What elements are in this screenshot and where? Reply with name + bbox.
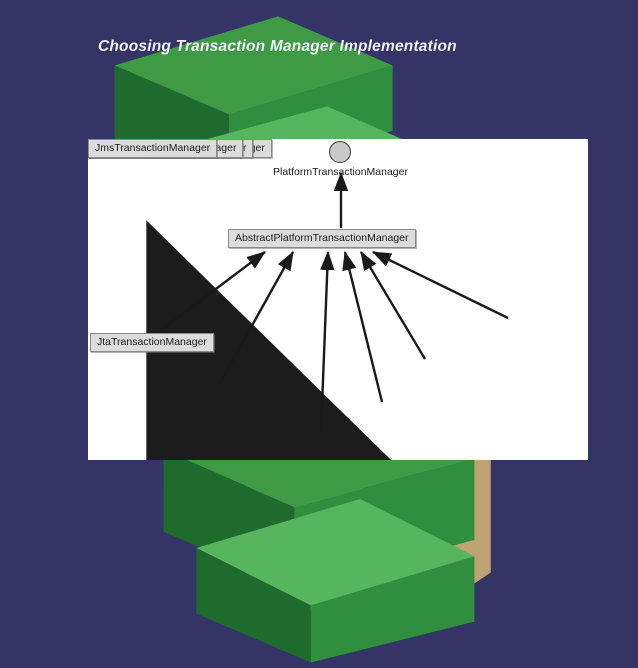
edge-jta-to-abstract: [159, 251, 266, 332]
class-node-abstract-platform-transaction-manager[interactable]: AbstractPlatformTransactionManager: [228, 229, 416, 248]
edge-datasource-to-abstract: [319, 250, 335, 433]
page-title: Choosing Transaction Manager Implementat…: [98, 38, 457, 55]
class-node-jms-transaction-manager[interactable]: JmsTransactionManager: [88, 139, 218, 158]
interface-label: PlatformTransactionManager: [272, 166, 408, 178]
edge-jms-to-abstract: [371, 250, 509, 320]
diagram-panel: PlatformTransactionManager AbstractPlatf…: [88, 139, 588, 460]
edge-hibernate-to-abstract: [342, 250, 384, 403]
mouse-pointer-icon: [113, 141, 439, 460]
slide-canvas: Choosing Transaction Manager Implementat…: [88, 16, 588, 663]
edge-jpa-to-abstract: [218, 250, 295, 384]
class-node-jta-transaction-manager[interactable]: JtaTransactionManager: [90, 333, 214, 352]
interface-circle-icon: [329, 141, 351, 163]
edge-jdo-to-abstract: [359, 250, 427, 360]
diagram-edges: [159, 171, 509, 433]
